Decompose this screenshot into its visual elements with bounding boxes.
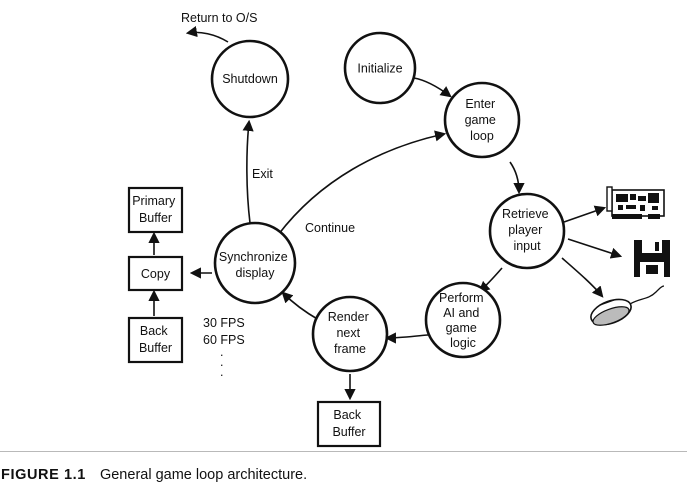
arrow-render-to-synchronize [281,291,320,321]
label-exit: Exit [252,167,273,181]
node-enter-line: game [465,113,496,127]
node-retrieve-line: Retrieve [502,207,549,221]
node-synchronize-line: Synchronize [219,250,288,264]
label-return-to-os: Return to O/S [181,11,257,25]
arrow-input-to-network-card [563,205,607,223]
mouse-icon [590,285,665,326]
arrow-synchronize-to-enter [277,130,447,236]
box-primary-line: Primary [132,194,176,208]
node-render-next-frame: Render next frame [311,295,389,373]
node-initialize-line: Initialize [357,62,402,76]
figure-caption: FIGURE 1.1 General game loop architecture… [1,467,307,483]
node-render-line: next [336,326,360,340]
label-30-fps: 30 FPS [203,316,245,330]
node-retrieve-line: player [508,223,542,237]
svg-text:Shutdown: Shutdown [222,72,278,86]
box-primary-buffer: Primary Buffer [127,186,184,234]
game-loop-diagram: Initialize Enter game loop Retrieve play… [127,11,670,448]
node-retrieve-line: input [513,239,541,253]
node-perform-line: logic [450,336,476,350]
svg-text:Retrieve player in: Retrieve player input [502,207,552,253]
node-perform-line: AI and [443,306,479,320]
node-shutdown: Shutdown [210,39,290,119]
svg-text:Synchronize display: Synchronize display [219,250,291,280]
node-synchronize-line: display [236,266,276,280]
label-continue: Continue [305,221,355,235]
svg-text:Initialize: Initialize [357,62,402,76]
label-60-fps: 60 FPS [203,333,245,347]
box-back-left-line: Buffer [139,341,172,355]
box-back-buffer-left: Back Buffer [127,316,184,364]
node-retrieve-player-input: Retrieve player input [488,192,566,270]
node-enter-line: Enter [465,97,495,111]
svg-text:Copy: Copy [141,267,171,281]
network-card-icon [606,186,665,219]
arrow-enter-to-retrieve [509,161,525,195]
node-synchronize-display: Synchronize display [213,221,297,305]
node-perform-ai: Perform AI and game logic [424,281,502,359]
label-ellipsis: . [220,345,223,359]
arrow-shutdown-to-os [185,26,229,43]
node-enter-line: loop [470,129,494,143]
figure-number: FIGURE 1.1 [1,467,86,483]
arrow-initialize-to-enter [413,77,452,98]
label-ellipsis: . [220,365,223,379]
node-enter-game-loop: Enter game loop [443,81,521,159]
caption-text: General game loop architecture. [99,467,308,483]
box-primary-line: Buffer [139,211,172,225]
svg-text:Primary Buffer: Primary Buffer [132,194,179,225]
svg-text:Back Buffer: Back Buffer [139,324,172,355]
box-back-left-line: Back [140,324,169,338]
svg-text:Back Buffer: Back Buffer [332,408,365,439]
arrow-synchronize-to-shutdown [242,119,254,224]
label-ellipsis: . [220,355,223,369]
caption-divider [0,451,687,452]
box-back-bottom-line: Buffer [332,425,365,439]
node-perform-line: Perform [439,291,483,305]
svg-text:Enter game loop: Enter game loop [465,97,500,143]
node-initialize: Initialize [343,31,417,105]
arrow-input-to-floppy [567,238,623,259]
node-perform-line: game [446,321,477,335]
svg-text:Render next frame: Render next frame [328,310,372,356]
arrow-input-to-mouse [561,257,604,298]
box-back-bottom-line: Back [333,408,362,422]
floppy-disk-icon [634,240,670,277]
box-copy: Copy [127,255,184,292]
box-copy-line: Copy [141,267,171,281]
node-shutdown-line: Shutdown [222,72,278,86]
arrow-perform-to-render [384,332,429,344]
node-render-line: Render [328,310,369,324]
node-render-line: frame [334,342,366,356]
svg-text:Perform AI and gam: Perform AI and game logic [439,291,487,350]
box-back-buffer-bottom: Back Buffer [316,400,382,448]
